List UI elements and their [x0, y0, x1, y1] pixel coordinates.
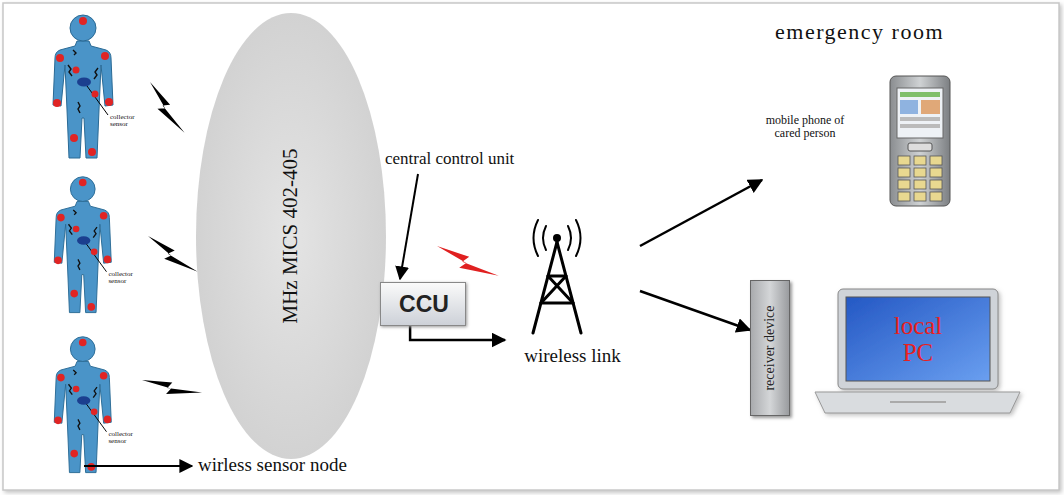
- drawing-part: [3, 3, 1059, 490]
- drawing-part: [54, 177, 111, 313]
- sensor-label: collector sensor: [108, 271, 142, 285]
- drawing-part: [137, 82, 197, 133]
- drawing-part: [930, 156, 942, 165]
- drawing-part: [838, 289, 998, 389]
- drawing-part: [900, 117, 940, 121]
- arrow-connector: [640, 180, 762, 246]
- drawing-part: [898, 180, 910, 189]
- callout-label: central control unit: [385, 150, 514, 169]
- frequency-band-ellipse: MHz MICS 402-405: [195, 12, 387, 460]
- arrow-connector: [410, 326, 505, 340]
- sensor-label: collector sensor: [110, 114, 144, 128]
- drawing-part: [533, 220, 581, 333]
- drawing-part: [553, 234, 561, 242]
- control-unit-box: CCU: [380, 282, 466, 326]
- drawing-part: [541, 302, 573, 305]
- drawing-part: [914, 168, 926, 177]
- node-text: CCU: [381, 283, 467, 327]
- drawing-part: [400, 174, 418, 279]
- drawing-part: [147, 236, 199, 272]
- node-text: MHz MICS 402-405: [279, 148, 302, 323]
- drawing-part: [898, 192, 910, 201]
- drawing-part: [890, 76, 950, 206]
- callout-label: wirless sensor node: [198, 455, 347, 476]
- drawing-part: [815, 289, 1020, 413]
- drawing-part: [900, 92, 940, 97]
- wireless-tower: wireless link: [505, 236, 640, 371]
- drawing-part: [898, 156, 942, 201]
- drawing-part: [897, 88, 943, 138]
- drawing-part: [900, 124, 940, 128]
- mobile-phone: mobile phone of cared person: [762, 72, 954, 208]
- drawing-part: [142, 361, 202, 412]
- ellipse-shape: [196, 13, 386, 459]
- drawing-part: [930, 168, 942, 177]
- node-text: wireless link: [505, 341, 640, 371]
- drawing-part: [898, 156, 910, 165]
- drawing-part: [815, 392, 1020, 413]
- laptop-pc: local PC: [815, 289, 1020, 415]
- drawing-part: [890, 76, 950, 206]
- drawing-part: [914, 180, 926, 189]
- drawing-part: [543, 226, 571, 250]
- drawing-part: [437, 238, 499, 284]
- drawing-part: [908, 143, 932, 151]
- drawing-part: [541, 276, 566, 303]
- diagram-title: emergency room: [775, 20, 944, 44]
- receiver-device-box: receiver device: [750, 280, 790, 416]
- drawing-part: [900, 100, 918, 114]
- drawing-part: [84, 465, 192, 467]
- drawing-part: [930, 180, 942, 189]
- drawing-part: [914, 156, 926, 165]
- node-text: receiver device: [762, 305, 777, 390]
- node-text: mobile phone of cared person: [762, 102, 848, 152]
- drawing-part: [846, 297, 990, 381]
- drawing-part: [921, 100, 940, 114]
- drawing-part: [890, 401, 946, 403]
- drawing-part: [534, 220, 581, 256]
- arrow-connector: [640, 291, 750, 330]
- drawing-part: [898, 168, 910, 177]
- drawing-part: [914, 192, 926, 201]
- drawing-part: [930, 192, 942, 201]
- drawing-part: [53, 15, 113, 158]
- sensor-label: collector sensor: [108, 431, 142, 445]
- drawing-part: [54, 337, 111, 473]
- node-text: local PC: [846, 297, 990, 381]
